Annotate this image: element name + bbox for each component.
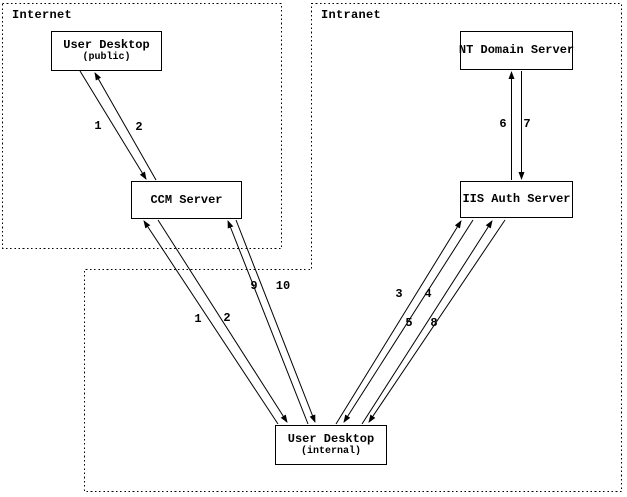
edge-label: 4 — [424, 287, 431, 301]
edge-1-udpublic-to-ccm — [79, 70, 147, 180]
edge-label: 7 — [523, 117, 530, 131]
edge-label: 9 — [250, 279, 257, 293]
node-ccm-server: CCM Server — [131, 181, 242, 219]
node-nt-domain-server: NT Domain Server — [458, 31, 575, 70]
edge-10-ccm-to-udinternal — [235, 219, 316, 423]
edge-4-iis-to-udinternal — [343, 219, 474, 423]
edge-label: 6 — [499, 117, 506, 131]
node-iis-auth-server: IIS Auth Server — [460, 181, 573, 218]
edge-label: 1 — [94, 119, 101, 133]
edge-label: 8 — [430, 316, 437, 330]
edge-label: 3 — [395, 287, 402, 301]
node-title: IIS Auth Server — [462, 192, 571, 206]
edge-2-ccm-to-udinternal — [157, 219, 288, 423]
intranet-zone-label: Intranet — [321, 8, 382, 22]
edge-5-udinternal-to-iis — [361, 220, 493, 425]
edge-label: 5 — [405, 316, 412, 330]
internet-zone-label: Internet — [12, 8, 73, 22]
node-subtitle: (public) — [82, 52, 131, 63]
node-title: User Desktop — [287, 432, 375, 446]
edge-label: 10 — [276, 279, 290, 293]
edge-2-ccm-to-udpublic — [94, 72, 157, 181]
node-subtitle: (internal) — [300, 446, 361, 457]
node-user-desktop-internal: User Desktop (internal) — [275, 425, 387, 465]
edge-8-iis-to-udinternal — [368, 219, 506, 423]
node-user-desktop-public: User Desktop (public) — [51, 31, 162, 71]
edge-3-udinternal-to-iis — [335, 220, 462, 425]
edge-label: 1 — [194, 312, 201, 326]
internet-zone-border — [2, 3, 282, 249]
edge-label: 2 — [223, 311, 230, 325]
edge-1-udinternal-to-ccm — [143, 220, 279, 425]
node-title: CCM Server — [150, 192, 223, 207]
edge-label: 2 — [135, 120, 142, 134]
edge-9-udinternal-to-ccm — [227, 220, 309, 425]
node-title: NT Domain Server — [458, 43, 575, 57]
node-title: User Desktop — [63, 38, 150, 52]
intranet-zone-border — [84, 3, 622, 492]
